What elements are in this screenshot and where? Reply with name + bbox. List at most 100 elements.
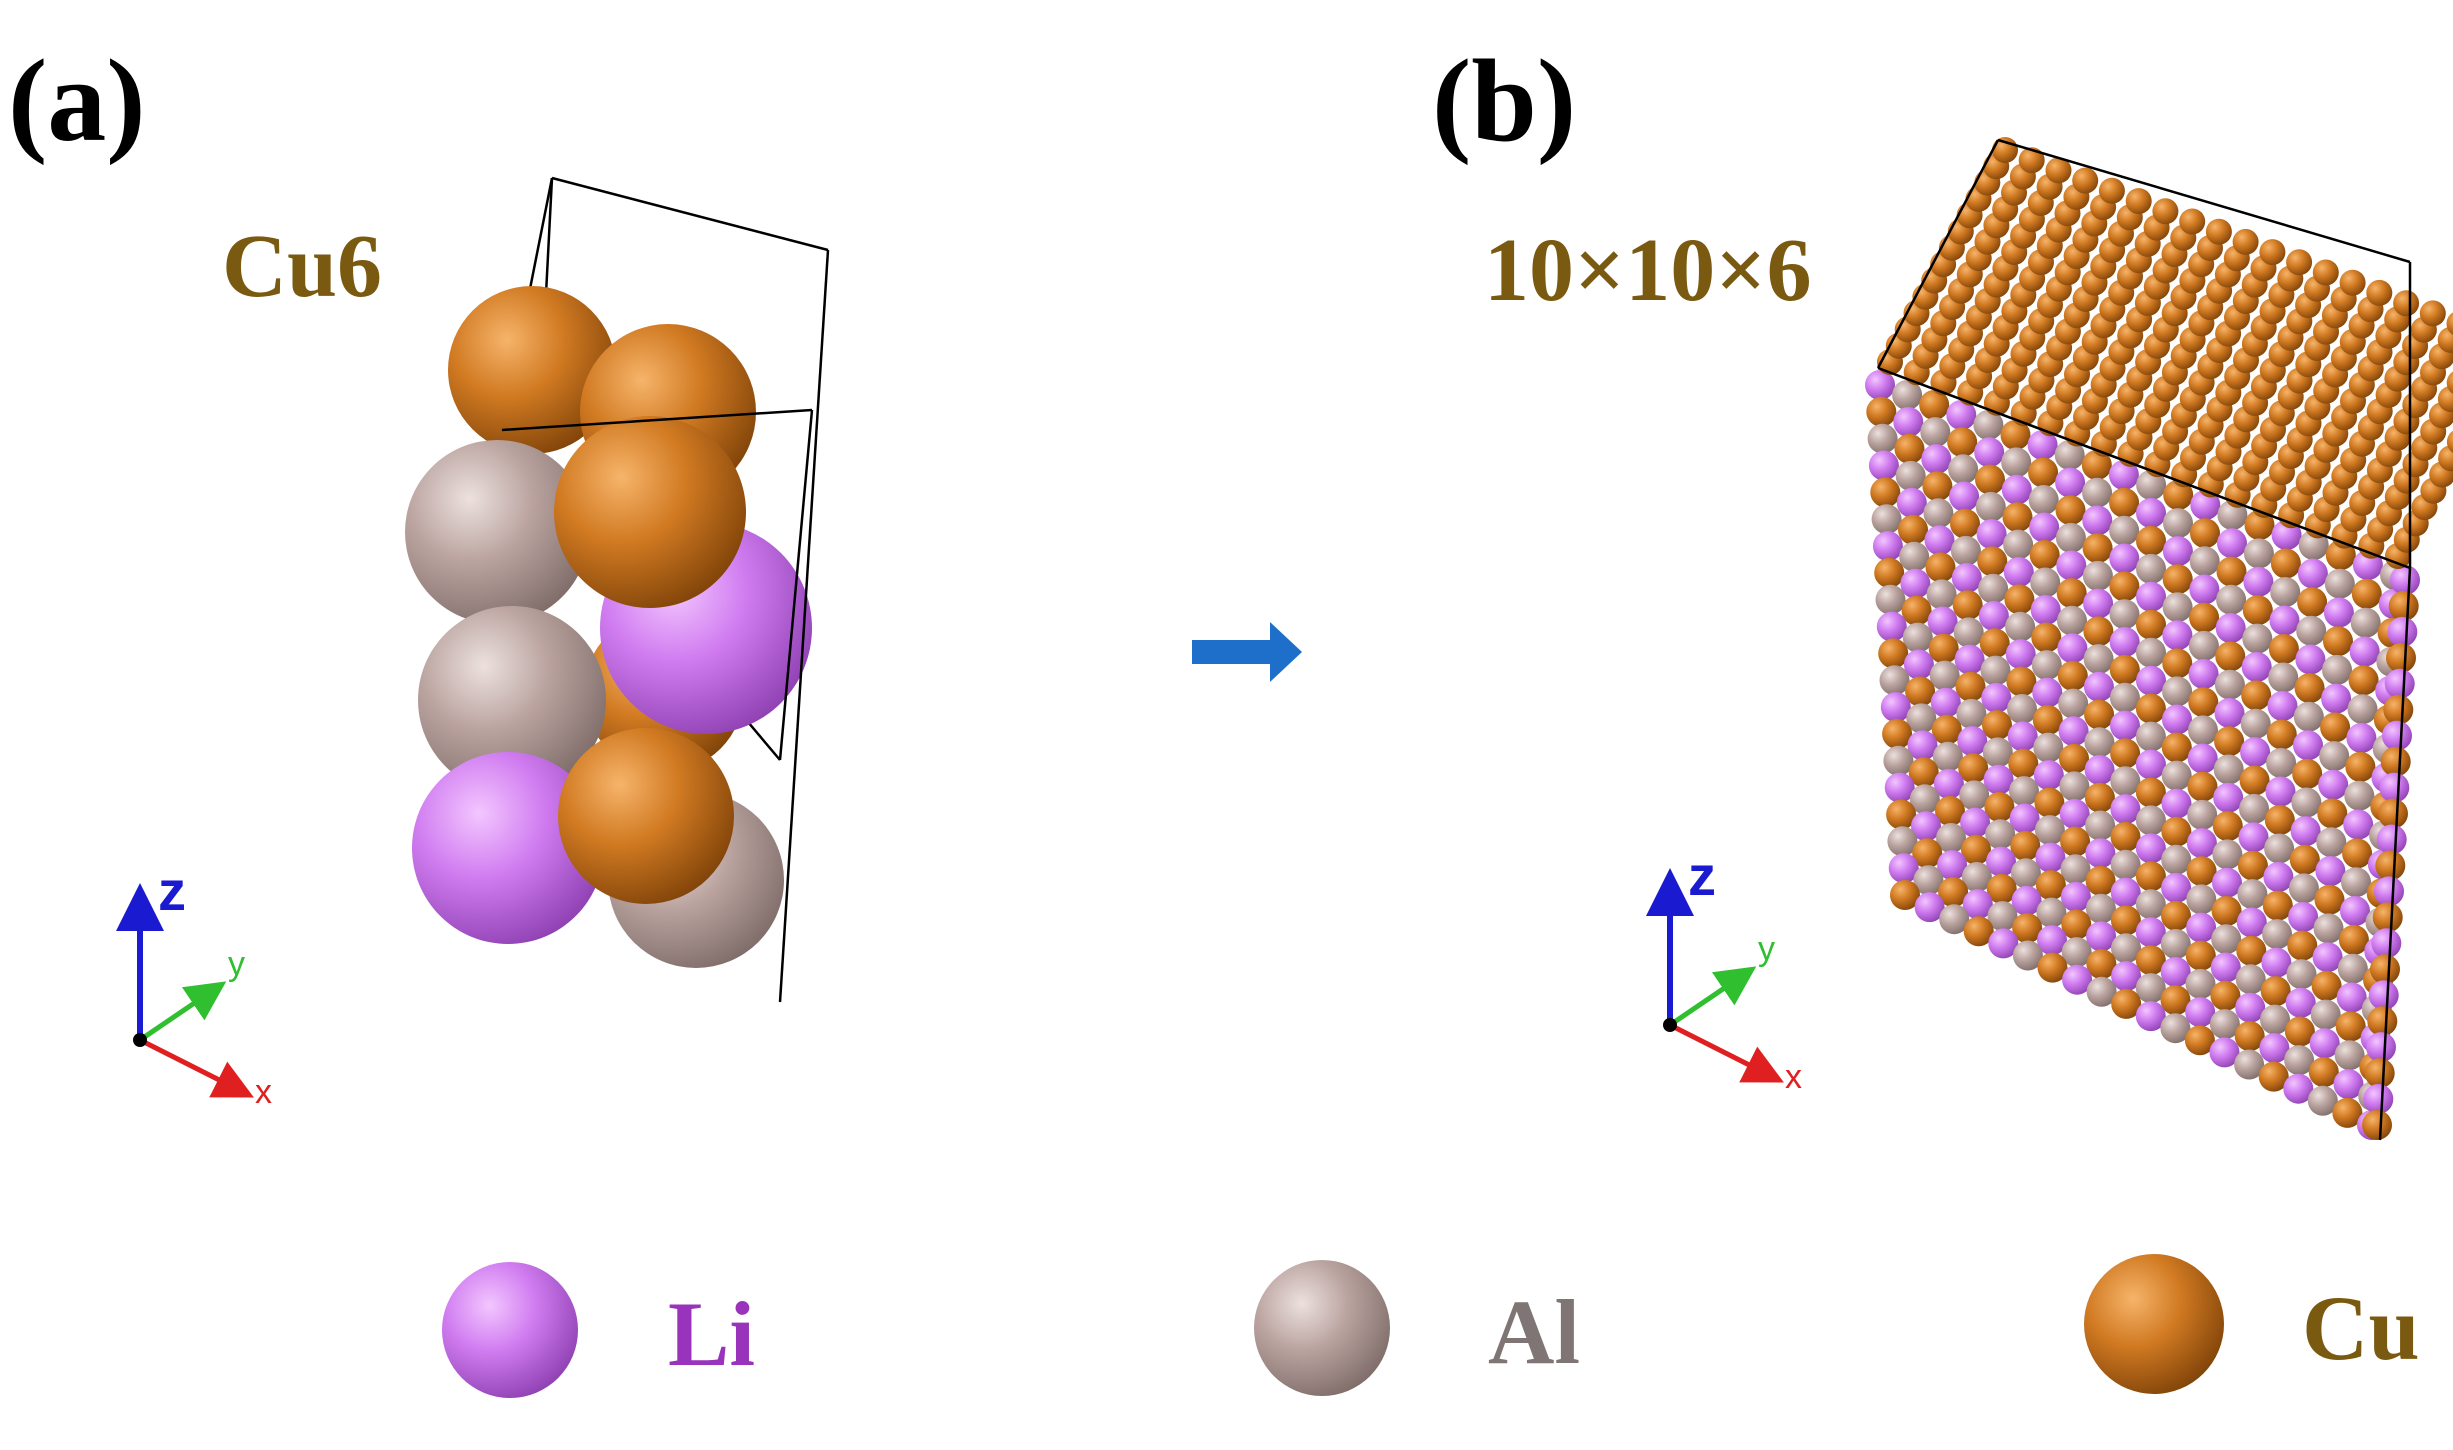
atom-li bbox=[1962, 889, 1993, 920]
atom-li bbox=[2109, 627, 2140, 657]
atom-al bbox=[2109, 515, 2140, 546]
atom-cu bbox=[2419, 300, 2446, 327]
atom-cu bbox=[1984, 792, 2015, 822]
atom-al bbox=[2322, 654, 2352, 685]
atom-li bbox=[2315, 856, 2346, 886]
atom-li bbox=[2055, 467, 2086, 498]
atom-li bbox=[2084, 755, 2115, 785]
atom-al bbox=[2347, 694, 2378, 725]
atom-li bbox=[2336, 982, 2367, 1013]
atom-al bbox=[1973, 410, 2004, 440]
atom-li bbox=[2111, 961, 2142, 992]
atom-li bbox=[1933, 768, 1964, 799]
atom-cu bbox=[1908, 757, 1939, 788]
atom-cu bbox=[2185, 940, 2216, 971]
legend-swatch-al bbox=[1254, 1260, 1390, 1396]
atom-al bbox=[2054, 440, 2085, 470]
y-axis-arrow bbox=[138, 981, 227, 1043]
atom-cu bbox=[2109, 654, 2140, 685]
atom-al bbox=[2213, 754, 2244, 785]
atom-li bbox=[1930, 687, 1961, 718]
atom-cu bbox=[2287, 930, 2318, 961]
atom-cu bbox=[2211, 896, 2242, 926]
atom-al bbox=[1978, 573, 2009, 604]
atom-al bbox=[2268, 662, 2299, 693]
atom-cu bbox=[2438, 445, 2453, 472]
atom-al bbox=[2135, 721, 2166, 752]
atom-al bbox=[1929, 660, 1960, 691]
atom-al bbox=[1926, 579, 1957, 610]
atom-al bbox=[2185, 968, 2216, 999]
atom-cu bbox=[2004, 584, 2035, 615]
atom-li bbox=[2318, 769, 2349, 800]
atom-li bbox=[2371, 928, 2402, 959]
atom-li bbox=[2235, 992, 2266, 1023]
atom-cu bbox=[2308, 1057, 2339, 1088]
atom-al bbox=[1961, 862, 1992, 892]
atom-cu bbox=[2372, 902, 2403, 933]
atom-li bbox=[2217, 528, 2247, 559]
atom-li bbox=[2293, 730, 2323, 761]
atom-cu bbox=[2268, 634, 2299, 664]
atom-cu bbox=[2314, 884, 2345, 915]
atom-li bbox=[2186, 828, 2217, 859]
atom-li bbox=[2110, 877, 2141, 908]
atom-li bbox=[1927, 606, 1958, 637]
atom-cu bbox=[2260, 976, 2291, 1007]
atom-li bbox=[2056, 550, 2087, 581]
atom-cu bbox=[2345, 751, 2376, 782]
atom-al bbox=[1902, 622, 1933, 653]
transform-arrow bbox=[1192, 622, 1302, 682]
atom-cu bbox=[2446, 371, 2453, 394]
atom-al bbox=[2341, 867, 2371, 898]
atom-cu bbox=[2437, 386, 2453, 412]
atom-al bbox=[2010, 858, 2041, 889]
supercell-group bbox=[1865, 137, 2453, 1141]
atom-cu bbox=[2289, 844, 2320, 875]
axis-letter-y: y bbox=[1758, 930, 1775, 968]
atom-cu bbox=[2236, 935, 2267, 966]
atom-li bbox=[1876, 611, 1907, 642]
legend-label-al: Al bbox=[1488, 1281, 1580, 1383]
atom-al bbox=[1871, 504, 1902, 535]
atom-cu bbox=[2136, 609, 2166, 640]
atom-al bbox=[1956, 698, 1987, 729]
atom-li bbox=[2160, 957, 2191, 987]
atom-li bbox=[2283, 1073, 2314, 1104]
atom-cu bbox=[1975, 464, 2005, 495]
atom-cu bbox=[2383, 694, 2414, 725]
atom-al bbox=[2239, 793, 2269, 824]
atom-li bbox=[2135, 917, 2166, 948]
atom-li bbox=[2241, 652, 2272, 682]
atom-cu bbox=[2136, 525, 2166, 556]
atom-li bbox=[2135, 1001, 2166, 1032]
atom-li bbox=[2374, 876, 2404, 907]
atom-cu bbox=[554, 416, 746, 608]
atom-cu bbox=[2184, 1025, 2215, 1056]
atom-al bbox=[2324, 568, 2355, 599]
atom-li bbox=[2259, 1033, 2290, 1064]
atom-li bbox=[1957, 726, 1988, 757]
atom-cu bbox=[2061, 909, 2092, 940]
atom-li bbox=[1868, 450, 1899, 481]
atom-li bbox=[2007, 721, 2038, 752]
atom-li bbox=[2032, 677, 2063, 708]
atom-cu bbox=[2161, 732, 2192, 763]
atom-cu bbox=[2086, 949, 2117, 980]
atom-al bbox=[2082, 477, 2113, 508]
atom-al bbox=[1950, 535, 1981, 566]
atom-li bbox=[2136, 581, 2166, 612]
atom-cu bbox=[2084, 699, 2115, 730]
atom-al bbox=[2028, 485, 2059, 515]
atom-cu bbox=[2010, 830, 2041, 861]
atom-cu bbox=[2012, 913, 2043, 944]
atom-al bbox=[2003, 529, 2034, 560]
atom-li bbox=[2214, 698, 2245, 728]
atom-cu bbox=[1958, 753, 1989, 784]
atom-li bbox=[2083, 671, 2114, 702]
atom-al bbox=[1920, 417, 1951, 448]
atom-li bbox=[2136, 665, 2166, 696]
atom-al bbox=[2012, 940, 2043, 971]
atom-al bbox=[2188, 630, 2219, 661]
